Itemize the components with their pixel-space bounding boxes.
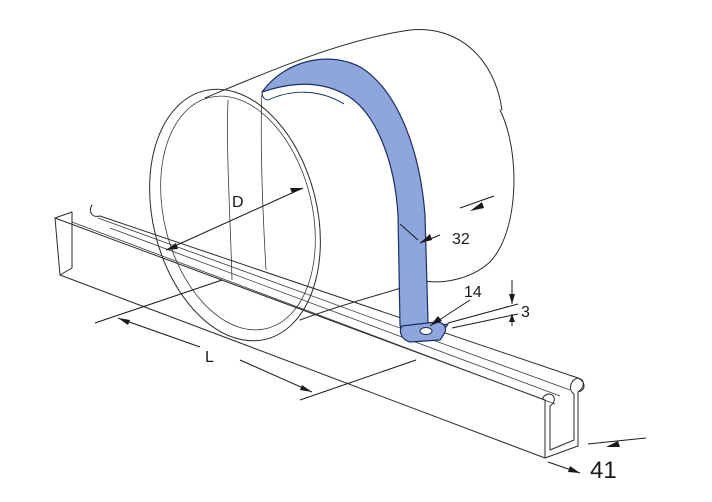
channel-slot bbox=[109, 227, 561, 397]
pipe-inner-line-1 bbox=[227, 99, 233, 281]
channel-front-lip-inner bbox=[71, 221, 556, 405]
pipe-near-end-inner bbox=[160, 95, 316, 331]
strap-band bbox=[261, 58, 449, 339]
dimension-l: L bbox=[94, 279, 417, 401]
dimension-strap-width: 32 bbox=[399, 195, 495, 248]
dimension-channel-width-label: 41 bbox=[590, 457, 617, 484]
dimension-l-label: L bbox=[205, 349, 214, 366]
channel-left-end bbox=[54, 211, 73, 276]
channel-back-lip bbox=[89, 204, 585, 393]
channel-back-lip-inner bbox=[97, 217, 571, 391]
pipe-inner-line-2 bbox=[260, 91, 267, 271]
dimension-hole-label: 14 bbox=[464, 284, 482, 301]
clamp-strap bbox=[261, 58, 449, 343]
dimension-strap-width-label: 32 bbox=[452, 231, 470, 248]
strap-edge bbox=[261, 91, 345, 105]
dimension-channel-width: 41 bbox=[547, 437, 647, 484]
channel-front-bottom bbox=[59, 274, 546, 459]
dimension-thickness-label: 3 bbox=[521, 304, 530, 321]
dimension-d-label: D bbox=[232, 194, 244, 211]
bolt-hole bbox=[419, 327, 433, 335]
pipe-top-edge bbox=[204, 29, 503, 111]
dimension-d: D bbox=[165, 187, 304, 251]
dimension-hole: 14 bbox=[429, 284, 482, 327]
pipe-far-end bbox=[419, 109, 515, 283]
channel-end-profile bbox=[542, 377, 584, 459]
dimension-thickness: 3 bbox=[447, 280, 530, 329]
strut-channel bbox=[54, 204, 585, 459]
